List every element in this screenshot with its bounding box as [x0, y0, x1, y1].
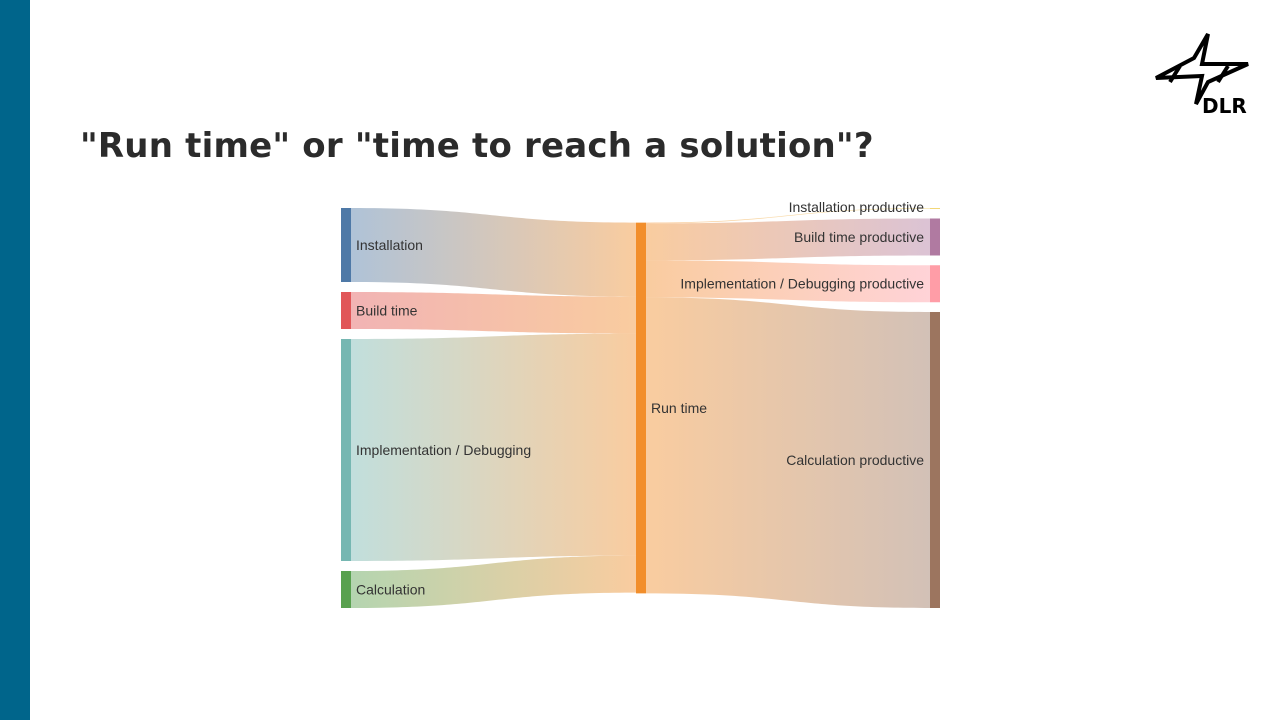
sankey-node-impl_debug: [341, 339, 351, 561]
sankey-label-build_time: Build time: [356, 303, 418, 319]
dlr-logo: DLR: [1150, 30, 1254, 118]
slide-title: "Run time" or "time to reach a solution"…: [80, 126, 874, 166]
sankey-label-installation: Installation: [356, 237, 423, 253]
logo-text: DLR: [1202, 94, 1247, 116]
sankey-link-build_time-to-run_time: [351, 292, 636, 334]
sankey-link-run_time-to-impl_debug_productive: [646, 260, 930, 303]
sankey-label-impl_debug: Implementation / Debugging: [356, 442, 531, 458]
sankey-node-installation: [341, 208, 351, 282]
sankey-node-build_time: [341, 292, 351, 329]
sankey-link-impl_debug-to-run_time: [351, 333, 636, 561]
slide-accent-bar: [0, 0, 30, 720]
sankey-link-run_time-to-calculation_productive: [646, 297, 930, 608]
sankey-node-calculation_productive: [930, 312, 940, 608]
sankey-link-run_time-to-build_time_productive: [646, 218, 930, 261]
sankey-link-run_time-to-installation_productive: [646, 208, 930, 224]
sankey-label-calculation_productive: Calculation productive: [786, 452, 924, 468]
sankey-node-run_time: [636, 222, 646, 594]
sankey-label-calculation: Calculation: [356, 582, 425, 598]
sankey-label-run_time: Run time: [651, 400, 707, 416]
sankey-label-installation_productive: Installation productive: [789, 199, 925, 215]
sankey-link-installation-to-run_time: [351, 208, 636, 297]
sankey-links: [351, 208, 930, 608]
sankey-node-installation_productive: [930, 208, 940, 209]
sankey-node-build_time_productive: [930, 218, 940, 256]
sankey-label-impl_debug_productive: Implementation / Debugging productive: [680, 276, 924, 292]
sankey-node-impl_debug_productive: [930, 265, 940, 303]
sankey-link-calculation-to-run_time: [351, 555, 636, 608]
sankey-nodes: [341, 208, 940, 608]
sankey-node-calculation: [341, 571, 351, 608]
sankey-label-build_time_productive: Build time productive: [794, 229, 924, 245]
dlr-logo-icon: DLR: [1155, 32, 1249, 118]
